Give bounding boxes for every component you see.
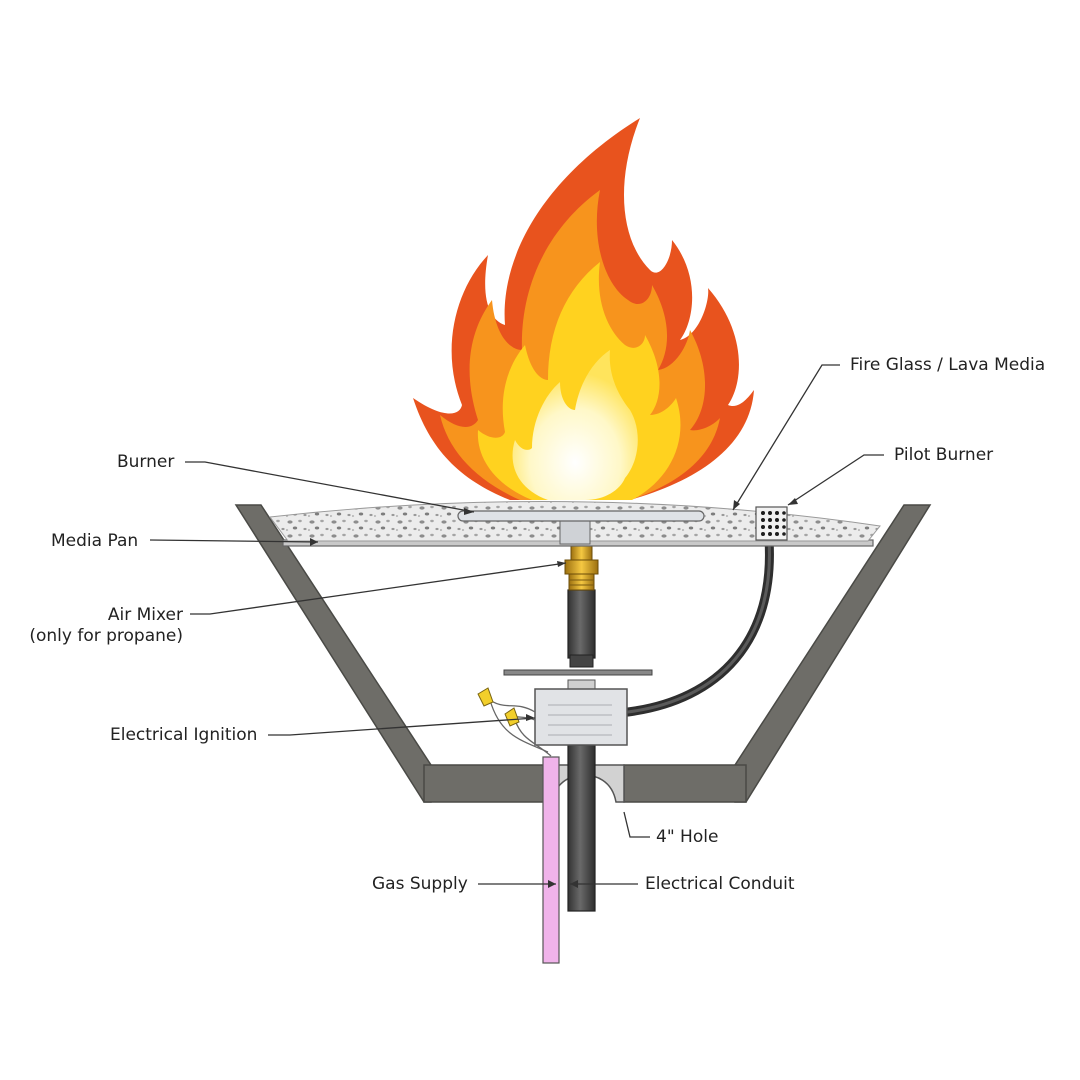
gas-supply-pipe (542, 756, 560, 964)
leader-hole (623, 811, 650, 838)
pipe-nipple (567, 589, 596, 659)
wire-nut-1 (477, 687, 494, 707)
electrical-conduit-pipe (567, 744, 596, 912)
label-air-mixer-line2: (only for propane) (29, 626, 183, 646)
leader-lines (149, 364, 884, 888)
flame-illustration (413, 118, 754, 500)
wire-nut-2 (504, 707, 520, 727)
label-fire-glass: Fire Glass / Lava Media (850, 355, 1046, 375)
label-pilot-burner: Pilot Burner (894, 445, 994, 465)
bowl-wall-left (234, 504, 432, 803)
pilot-hose (623, 535, 774, 717)
label-air-mixer: Air Mixer (only for propane) (20, 605, 183, 647)
label-gas-supply: Gas Supply (372, 874, 468, 894)
air-mixer (564, 545, 599, 591)
label-electrical-conduit: Electrical Conduit (645, 874, 795, 894)
leader-burner (185, 461, 475, 513)
bowl (234, 504, 932, 803)
label-media-pan: Media Pan (51, 531, 139, 551)
label-burner: Burner (117, 452, 175, 472)
bowl-floor-left (423, 764, 545, 803)
label-electrical-ignition: Electrical Ignition (110, 725, 258, 745)
leader-electrical-ignition (268, 717, 536, 736)
bowl-wall-right (734, 504, 932, 803)
leader-media-pan (149, 539, 319, 543)
leader-pilot-burner (787, 454, 884, 506)
label-air-mixer-line1: Air Mixer (107, 605, 183, 625)
ignition-box (534, 688, 628, 746)
leader-fire-glass (732, 364, 840, 511)
leader-air-mixer (190, 562, 567, 615)
pilot-burner (755, 506, 788, 541)
flame-core (512, 350, 638, 500)
burner (457, 510, 705, 545)
label-hole: 4" Hole (656, 827, 719, 847)
support-plate (503, 669, 653, 676)
bowl-floor-right (623, 764, 747, 803)
